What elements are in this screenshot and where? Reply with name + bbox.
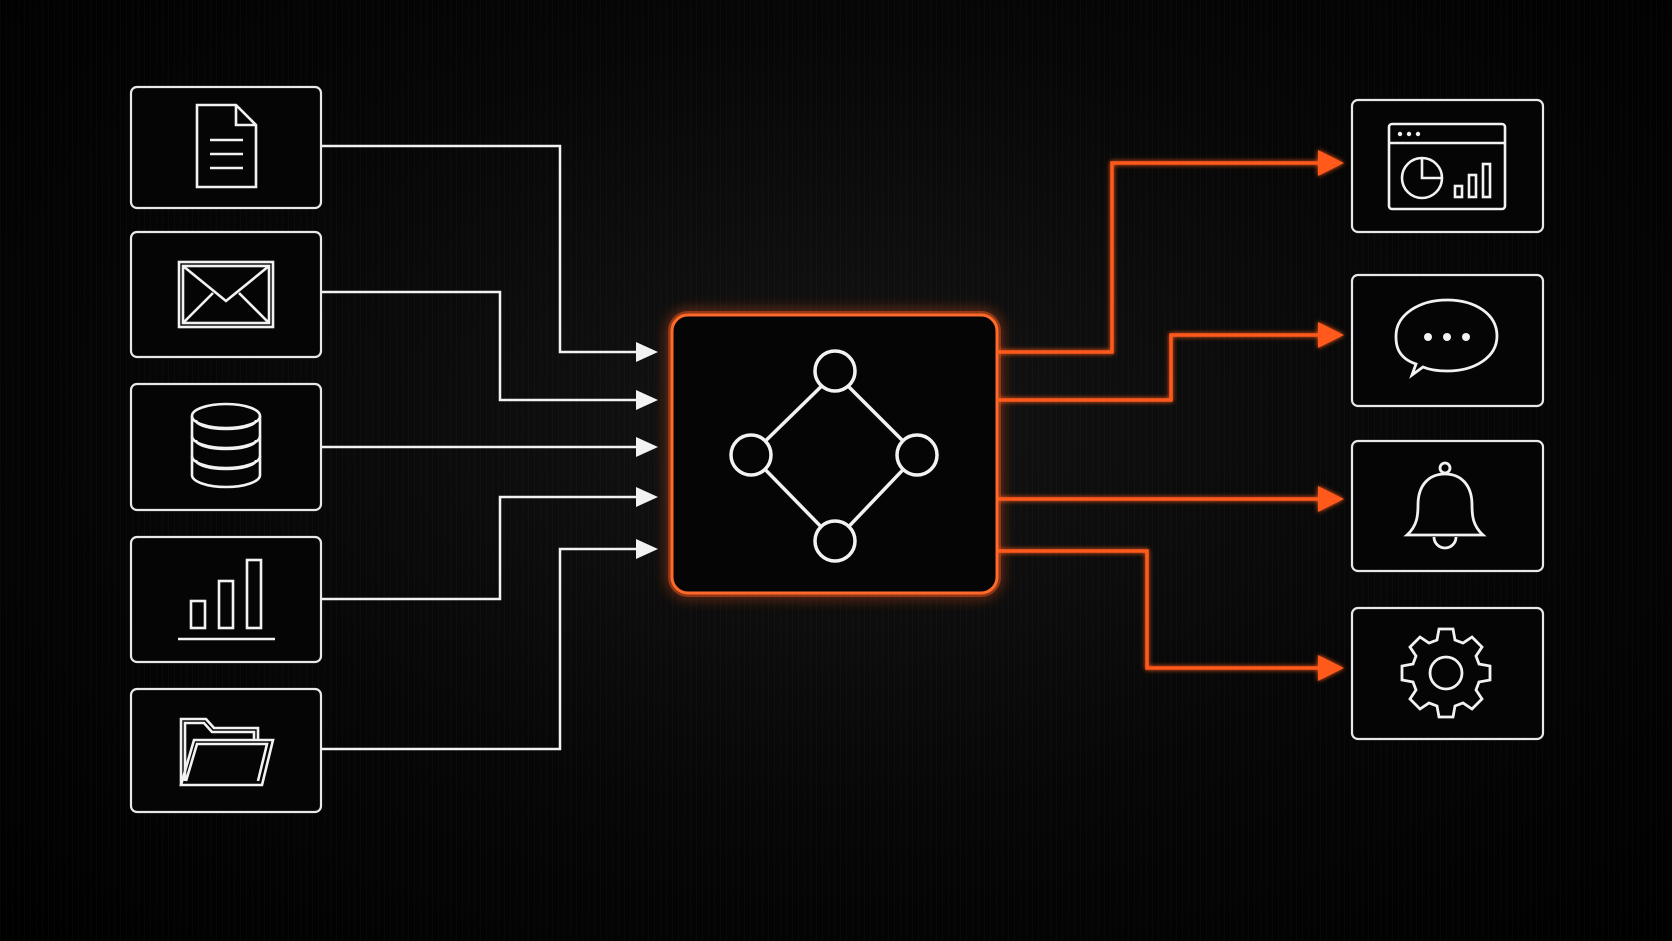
input-connector-4 [322,487,658,601]
output-connector-2 [998,322,1344,402]
output-box-chat[interactable] [1350,273,1545,408]
input-connector-2 [322,290,658,410]
input-sources [129,85,323,814]
output-box-dashboard[interactable] [1350,98,1545,234]
output-box-notifications[interactable] [1350,439,1545,573]
network-graph-icon [729,349,939,563]
dashboard-icon [1387,122,1507,211]
output-connector-3 [998,486,1344,512]
output-destinations [1350,98,1545,741]
folder-icon [179,717,275,787]
input-box-email[interactable] [129,230,323,359]
envelope-icon [177,260,275,329]
input-box-database[interactable] [129,382,323,512]
bar-chart-icon [178,558,275,641]
database-icon [190,402,262,489]
input-connector-5 [322,539,658,751]
output-box-settings[interactable] [1350,606,1545,741]
input-connector-3 [322,437,658,457]
input-box-document[interactable] [129,85,323,210]
input-connectors [322,144,658,751]
output-connector-4 [998,549,1344,681]
gear-icon [1400,627,1492,719]
chat-bubble-icon [1394,298,1499,379]
central-hub [668,311,1001,597]
input-box-files[interactable] [129,687,323,814]
output-connectors [998,150,1344,681]
document-icon [195,103,258,189]
input-connector-1 [322,144,658,362]
input-box-analytics[interactable] [129,535,323,664]
bell-icon [1403,461,1487,550]
output-connector-1 [998,150,1344,354]
